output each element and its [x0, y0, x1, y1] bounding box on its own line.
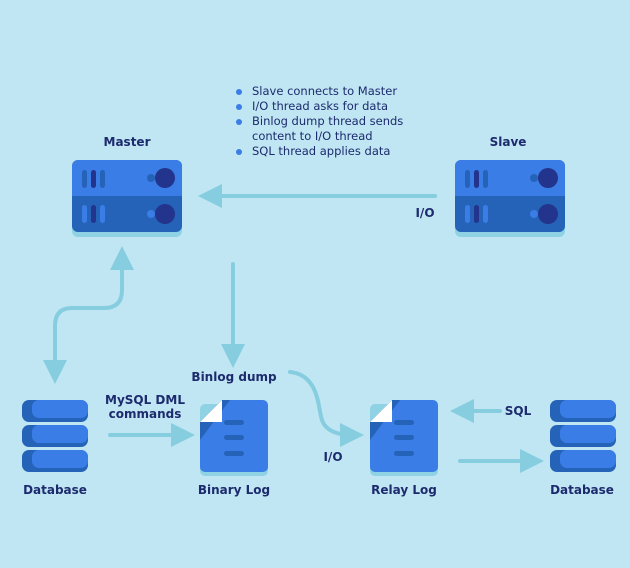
sql-label: SQL: [504, 404, 532, 418]
arrow-master-database: [43, 260, 124, 384]
step: SQL thread applies data: [236, 144, 412, 159]
relay-log-label: Relay Log: [371, 483, 437, 497]
slave-label: Slave: [489, 135, 527, 149]
step: I/O thread asks for data: [236, 99, 412, 114]
steps-list: Slave connects to Master I/O thread asks…: [236, 84, 412, 159]
binary-log-label: Binary Log: [197, 483, 271, 497]
io-bottom-label: I/O: [323, 450, 343, 464]
step: Binlog dump thread sends content to I/O …: [236, 114, 412, 144]
master-label: Master: [103, 135, 151, 149]
master-server-icon: [72, 160, 182, 237]
database-right-icon: [550, 400, 616, 472]
mysql-dml-label: MySQL DML commands: [105, 393, 185, 421]
arrow-binlog-dump-to-relay: [288, 370, 364, 447]
binlog-dump-label: Binlog dump: [191, 370, 277, 384]
database-right-label: Database: [550, 483, 614, 497]
binary-log-icon: [200, 400, 268, 476]
database-left-label: Database: [23, 483, 87, 497]
relay-log-icon: [370, 400, 438, 476]
slave-server-icon: [455, 160, 565, 237]
io-top-label: I/O: [415, 206, 435, 220]
database-left-icon: [22, 400, 88, 472]
step: Slave connects to Master: [236, 84, 412, 99]
